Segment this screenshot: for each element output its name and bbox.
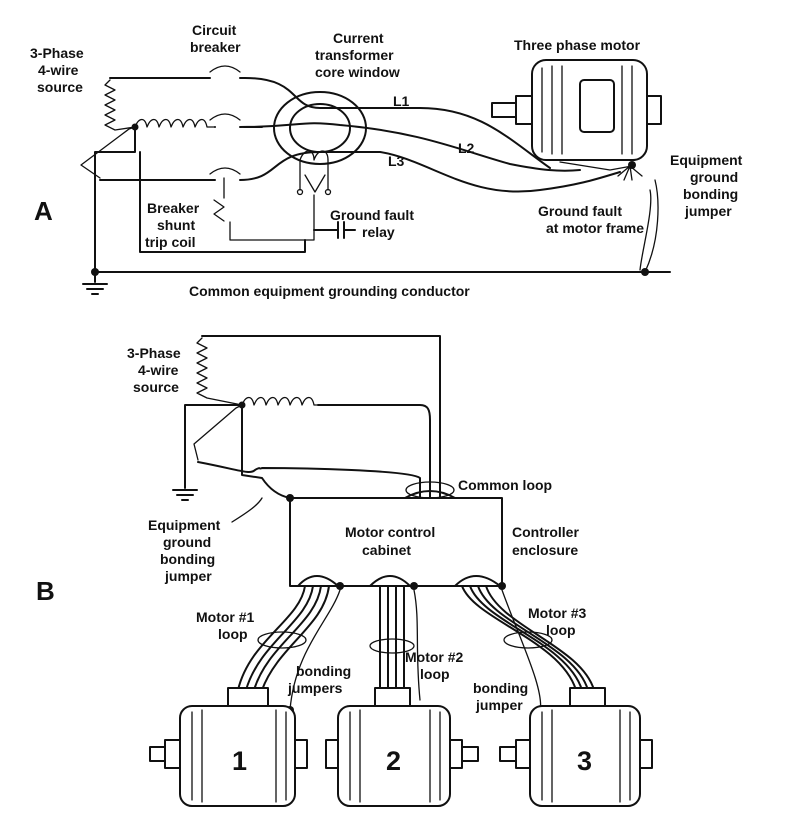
- source-label: 3-Phase: [127, 345, 181, 361]
- motor1-loop-label: loop: [218, 626, 248, 642]
- circuit-breaker-label: Circuit: [192, 22, 237, 38]
- shunt-trip-label: Breaker: [147, 200, 200, 216]
- ct-label: Current: [333, 30, 384, 46]
- motor1-loop-label: Motor #1: [196, 609, 255, 625]
- bonding-jumper-single-label: jumper: [475, 697, 523, 713]
- phase-label-l1: L1: [393, 93, 410, 109]
- relay-label: relay: [362, 224, 395, 240]
- source-label: 4-wire: [138, 362, 179, 378]
- shunt-trip-label: shunt: [157, 217, 195, 233]
- bonding-jumper-label: bonding: [160, 551, 215, 567]
- source-label: 3-Phase: [30, 45, 84, 61]
- controller-label: enclosure: [512, 542, 578, 558]
- controller-label: Controller: [512, 524, 579, 540]
- motor2-loop-label: loop: [420, 666, 450, 682]
- motor-a: [491, 59, 662, 171]
- bonding-jumper-label: jumper: [684, 203, 732, 219]
- current-transformer: [273, 91, 367, 196]
- bonding-jumper-label: Equipment: [670, 152, 743, 168]
- cabinet-label: cabinet: [362, 542, 411, 558]
- shunt-trip-label: trip coil: [145, 234, 196, 250]
- grounding-conductor-label: Common equipment grounding conductor: [189, 283, 470, 299]
- motor3-loop-label: Motor #3: [528, 605, 587, 621]
- bonding-jumper-label: jumper: [164, 568, 212, 584]
- panel-a: A 3-Phase 4-wire source Circuit breaker …: [30, 22, 743, 299]
- bonding-jumpers-label: bonding: [296, 663, 351, 679]
- bonding-jumper-label: ground: [163, 534, 211, 550]
- ct-label: transformer: [315, 47, 394, 63]
- common-loop-label: Common loop: [458, 477, 552, 493]
- bonding-jumpers-label: jumpers: [287, 680, 343, 696]
- cabinet-label: Motor control: [345, 524, 435, 540]
- motor-title: Three phase motor: [514, 37, 641, 53]
- fault-label: Ground fault: [538, 203, 622, 219]
- motor-number-1: 1: [232, 746, 247, 776]
- bonding-jumper-label: Equipment: [148, 517, 221, 533]
- motor-number-3: 3: [577, 746, 592, 776]
- panel-b: B 3-Phase 4-wire source Common loop Moto…: [36, 335, 653, 807]
- bonding-jumper-label: bonding: [683, 186, 738, 202]
- source-label: 4-wire: [38, 62, 79, 78]
- phase-label-l2: L2: [458, 140, 475, 156]
- motor-1: [149, 687, 308, 807]
- source-a-wye: [80, 79, 216, 179]
- ct-label: core window: [315, 64, 400, 80]
- motor3-loop-label: loop: [546, 622, 576, 638]
- motor-3: [499, 687, 653, 807]
- motor-2: [325, 687, 479, 807]
- source-label: source: [133, 379, 179, 395]
- source-label: source: [37, 79, 83, 95]
- fault-label: at motor frame: [546, 220, 644, 236]
- bonding-jumper-label: ground: [690, 169, 738, 185]
- panel-letter-a: A: [34, 196, 53, 226]
- bonding-jumper-single-label: bonding: [473, 680, 528, 696]
- phase-label-l3: L3: [388, 153, 405, 169]
- panel-letter-b: B: [36, 576, 55, 606]
- motor-number-2: 2: [386, 746, 401, 776]
- circuit-breaker-label: breaker: [190, 39, 241, 55]
- relay-label: Ground fault: [330, 207, 414, 223]
- motor2-loop-label: Motor #2: [405, 649, 464, 665]
- source-b-wye: [193, 337, 319, 461]
- circuit-breaker: [209, 65, 246, 175]
